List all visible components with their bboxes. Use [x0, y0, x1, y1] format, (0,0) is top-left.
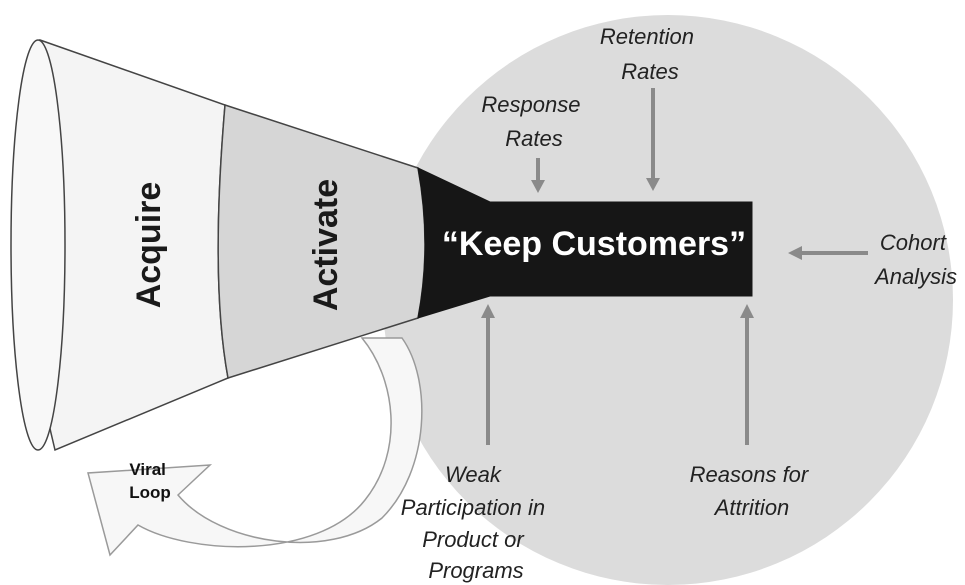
- cohort-line-1: Cohort: [880, 230, 947, 255]
- funnel-mouth: [10, 39, 66, 451]
- weak-line-1: Weak: [445, 462, 502, 487]
- reasons-attrition-label: Reasons for Attrition: [690, 462, 815, 520]
- viral-line-1: Viral: [129, 460, 166, 479]
- response-rates-arrow: [531, 158, 545, 193]
- reasons-line-1: Reasons for: [690, 462, 810, 487]
- acquire-label: Acquire: [130, 182, 168, 309]
- response-line-2: Rates: [505, 126, 562, 151]
- activate-label: Activate: [307, 179, 345, 311]
- weak-participation-arrow: [481, 304, 495, 445]
- retention-line-2: Rates: [621, 59, 678, 84]
- viral-loop-label: Viral Loop: [129, 460, 171, 502]
- keep-customers-box: [417, 167, 753, 319]
- reasons-line-2: Attrition: [713, 495, 790, 520]
- retention-rates-label: Retention Rates: [600, 24, 700, 84]
- weak-line-2: Participation in: [401, 495, 545, 520]
- weak-participation-label: Weak Participation in Product or Program…: [401, 462, 551, 583]
- cohort-analysis-label: Cohort Analysis: [873, 230, 957, 289]
- retention-rates-arrow: [646, 88, 660, 191]
- reasons-attrition-arrow: [740, 304, 754, 445]
- keep-circle: [383, 15, 953, 585]
- weak-line-4: Programs: [428, 558, 523, 583]
- viral-loop-arrow: [87, 337, 423, 557]
- response-line-1: Response: [481, 92, 580, 117]
- cohort-line-2: Analysis: [873, 264, 957, 289]
- weak-line-3: Product or: [422, 527, 525, 552]
- response-rates-label: Response Rates: [481, 92, 586, 151]
- cohort-analysis-arrow: [788, 246, 868, 260]
- retention-line-1: Retention: [600, 24, 694, 49]
- viral-line-2: Loop: [129, 483, 171, 502]
- keep-customers-label: “Keep Customers”: [442, 225, 746, 263]
